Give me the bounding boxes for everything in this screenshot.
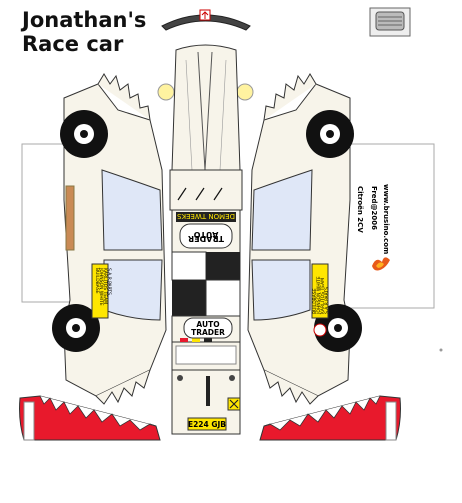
mudflap-right — [259, 395, 401, 441]
title-line-2: Race car — [22, 32, 124, 56]
demon-tweeks-text: DEMON TWEEKS — [176, 212, 234, 220]
site-text: www.brusino.com — [382, 184, 390, 254]
number-plate: E224 GJB — [187, 417, 227, 431]
sticker-right-3: KARLITOS TEAM — [320, 278, 326, 314]
sticker-left-4: S.A.R.PARTS — [106, 268, 112, 295]
side-sticker-right: BUILDBASE JOHNSON WHITE KARLITOS TEAM S.… — [311, 263, 330, 319]
hazard-icon — [227, 397, 241, 411]
sticker-right-2: JOHNSON WHITE — [316, 276, 322, 315]
demon-tweeks-sticker: DEMON TWEEKS — [176, 212, 236, 222]
sticker-right-1: BUILDBASE — [312, 288, 318, 314]
grille-icon — [369, 7, 411, 37]
sticker-left-1: BUILDBASE — [94, 268, 100, 294]
auto-trader-badge-top: AUTO TRADER — [179, 223, 233, 249]
car-side-left — [21, 73, 167, 405]
title-line-1: Jonathan's — [22, 8, 147, 32]
side-sticker-left: BUILDBASE JOHNSON WHITE KARLITOS TEAM S.… — [91, 263, 112, 319]
model-text: Citroën 2CV — [356, 186, 364, 233]
auto-trader-top-line2: TRADER — [188, 234, 224, 243]
side-credits: Citroën 2CV Fred@2006 www.brusino.com — [356, 184, 390, 254]
page-title: Jonathan's Race car — [22, 8, 146, 56]
auto-trader-rear-line2: TRADER — [191, 328, 225, 337]
number-plate-text: E224 GJB — [188, 420, 226, 429]
sticker-left-2: JOHNSON WHITE — [98, 267, 104, 306]
headlight-right-icon — [236, 83, 254, 101]
flame-icon — [372, 257, 390, 271]
headlight-left-icon — [157, 83, 175, 101]
roof-vent-piece — [161, 9, 251, 31]
car-side-right — [247, 73, 435, 405]
mudflap-left — [19, 395, 161, 441]
credit-text: Fred@2006 — [370, 186, 378, 230]
marker-dot — [439, 348, 443, 352]
sticker-left-3: KARLITOS TEAM — [102, 268, 108, 304]
auto-trader-top-line1: AUTO — [193, 230, 218, 239]
sticker-right-4: S.A.R.PARTS — [324, 287, 330, 314]
auto-trader-badge-rear: AUTO TRADER — [183, 317, 233, 339]
auto-trader-rear-line1: AUTO — [196, 320, 219, 329]
